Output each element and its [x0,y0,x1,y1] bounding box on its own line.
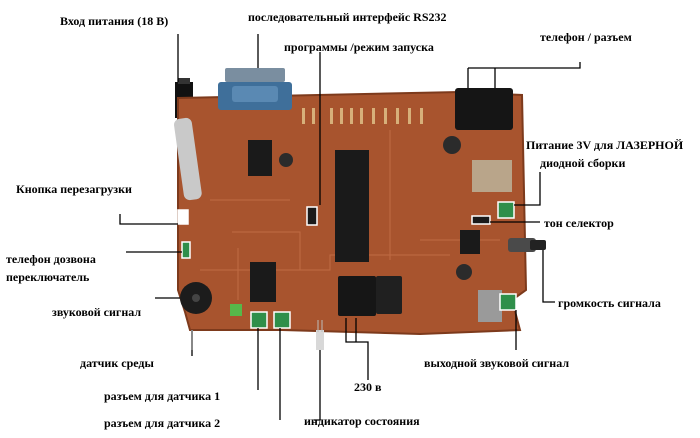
label-audio-out: выходной звуковой сигнал [424,356,570,370]
capacitor-2 [279,153,293,167]
volume-knob [530,240,546,250]
electrolytic-capacitor-left [174,117,202,201]
label-program-mode: программы /режим запуска [284,40,434,54]
label-reset-button: Кнопка перезагрузки [16,182,132,196]
capacitor-3 [456,264,472,280]
highlight-jumper-program [306,206,318,226]
highlight-reset-button [177,209,189,225]
label-sensor2: разъем для датчика 2 [104,416,221,430]
db9-connector [218,68,292,110]
ic-mcu [335,150,369,262]
ic-right-small [460,230,480,254]
label-sensor1: разъем для датчика 1 [104,389,221,403]
relay-phone [455,88,513,130]
label-env-sensor: датчик среды [80,356,154,370]
label-power-input: Вход питания (18 В) [60,14,169,28]
label-phone-connector: телефон / разъем [540,30,632,44]
leader-lines [119,34,581,421]
label-rs232: последовательный интерфейс RS232 [248,10,447,24]
label-volume: громкость сигнала [558,296,661,310]
resistor-row [302,108,423,124]
transformer [472,160,512,192]
heatsink [478,290,502,322]
relay-230v-2 [376,276,402,314]
volume-pot [508,238,536,252]
label-dial-switch-2: переключатель [6,270,90,284]
label-dial-switch-1: телефон дозвона [6,252,96,266]
highlight-sensor1 [250,311,268,329]
highlight-dial-switch [181,241,191,259]
label-laser-power-1: Питание 3V для ЛАЗЕРНОЙ [526,138,684,152]
capacitor-1 [443,136,461,154]
status-led [316,320,324,350]
label-buzzer: звуковой сигнал [52,305,142,319]
green-led [230,304,242,316]
relay-230v [338,276,376,316]
highlight-laser-terminal [497,201,515,219]
ic-top-left [248,140,272,176]
label-tone-selector: тон селектор [544,216,614,230]
buzzer-hole [192,294,200,302]
highlight-tone-selector [471,215,491,225]
label-status-indicator: индикатор состояния [304,414,420,428]
highlight-sensor2 [273,311,291,329]
highlight-audio-out [499,293,517,311]
ic-bottom-left [250,262,276,302]
label-230v: 230 в [354,380,382,394]
label-laser-power-2: диодной сборки [540,156,626,170]
